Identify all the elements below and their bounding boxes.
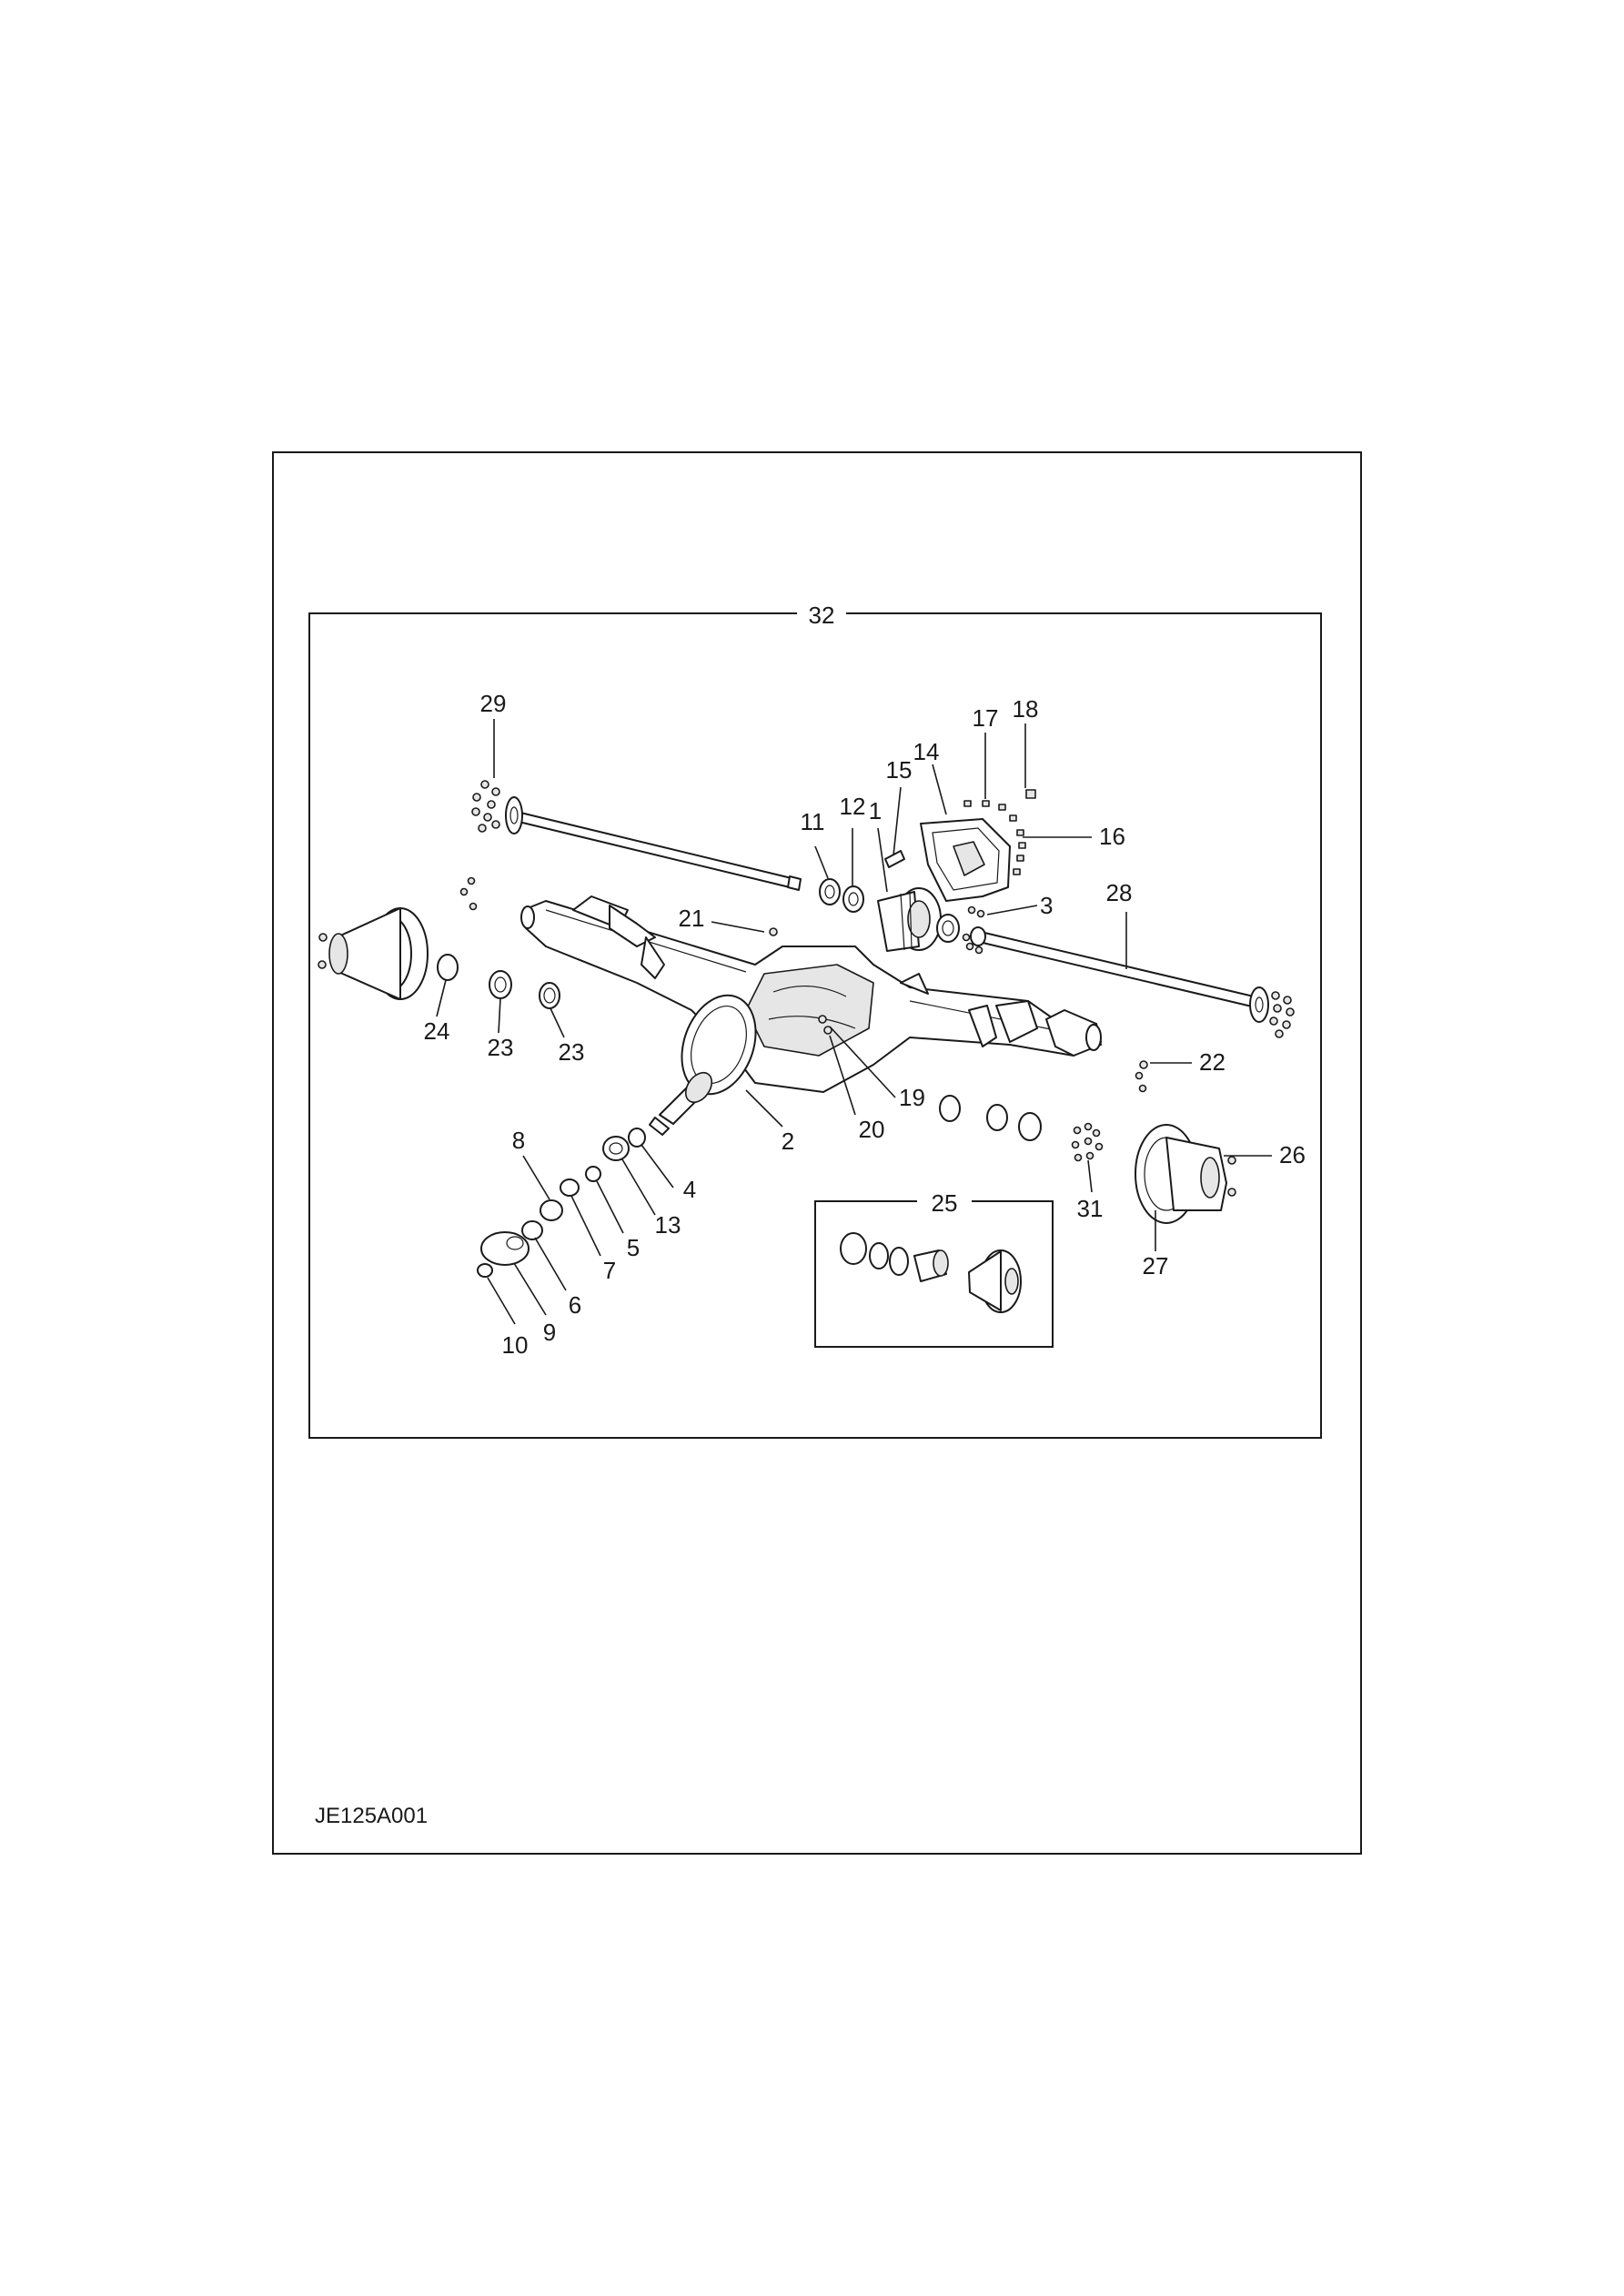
figure-code: JE125A001 xyxy=(315,1804,428,1828)
spacer-5 xyxy=(585,1166,601,1182)
outer-frame xyxy=(272,451,1362,1855)
callout-26: 24 xyxy=(424,1017,450,1045)
callout-11: 11 xyxy=(801,808,825,835)
callout-28: 27 xyxy=(1143,1252,1169,1279)
gasket-plate xyxy=(920,818,1011,902)
bearing-11 xyxy=(819,878,841,905)
left-axle-shaft xyxy=(471,780,802,891)
seal-6 xyxy=(521,1220,543,1240)
differential-carrier xyxy=(877,887,942,952)
callout-23b: 23 xyxy=(559,1038,585,1066)
callout-5: 5 xyxy=(627,1234,640,1261)
callout-2: 2 xyxy=(782,1128,794,1155)
kit-label-25: 25 xyxy=(932,1189,958,1217)
yoke-flange-9 xyxy=(480,1231,530,1266)
callout-9: 9 xyxy=(543,1319,556,1346)
callout-29: 28 xyxy=(1106,879,1133,906)
parts-artwork xyxy=(318,780,1295,1313)
callout-22: 22 xyxy=(1199,1048,1226,1076)
seal-right-b xyxy=(986,1104,1008,1131)
breather-21 xyxy=(769,927,778,936)
right-hub-assembly xyxy=(1135,1124,1236,1224)
seal-right-c xyxy=(1018,1112,1042,1141)
pinion-shaft xyxy=(649,1071,713,1136)
bearing-3 xyxy=(936,905,985,955)
callout-24: 23 xyxy=(488,1034,514,1061)
shim-15 xyxy=(884,850,905,868)
kit-box xyxy=(814,1200,1054,1348)
callout-30: 29 xyxy=(480,690,507,717)
callout-15: 15 xyxy=(886,756,913,784)
nut-10 xyxy=(477,1263,493,1278)
callout-4: 4 xyxy=(683,1176,696,1203)
breather-19-20 xyxy=(818,1015,832,1035)
washer-8 xyxy=(540,1199,563,1221)
leader-lines xyxy=(436,719,1272,1325)
callout-20: 20 xyxy=(859,1116,885,1143)
callout-13: 13 xyxy=(655,1211,681,1239)
axle-housing xyxy=(520,895,1102,1093)
bearing-12 xyxy=(842,885,864,913)
cover-bolts xyxy=(963,789,1036,875)
callout-8: 8 xyxy=(512,1127,525,1154)
bolts-22 xyxy=(1135,1060,1148,1093)
callout-19: 19 xyxy=(899,1084,925,1111)
seal-23 xyxy=(539,982,560,1009)
seal-24 xyxy=(489,970,512,999)
callout-18: 18 xyxy=(1013,695,1039,723)
callout-labels: 32 29 17 18 15 14 16 11 12 1 3 28 21 22 … xyxy=(315,602,1306,1828)
callout-17: 17 xyxy=(973,704,999,732)
callout-7: 7 xyxy=(603,1257,616,1284)
callout-10: 10 xyxy=(502,1331,529,1359)
kit-contents xyxy=(840,1232,1022,1313)
callout-27: 26 xyxy=(1279,1141,1306,1168)
assembly-frame xyxy=(308,612,1322,1439)
callout-6: 6 xyxy=(569,1291,581,1319)
callout-21: 21 xyxy=(679,905,705,932)
callout-12: 12 xyxy=(840,793,866,820)
frame-label-32: 32 xyxy=(809,602,835,629)
right-axle-shaft xyxy=(970,926,1295,1038)
callout-31: 31 xyxy=(1077,1195,1104,1222)
callout-14: 14 xyxy=(913,738,940,765)
pinion-seal-4 xyxy=(628,1128,646,1148)
shim-7 xyxy=(560,1178,580,1197)
pinion-bearing-13 xyxy=(602,1136,630,1161)
callout-16: 16 xyxy=(1099,823,1125,850)
seal-26 xyxy=(437,954,459,981)
callout-3: 3 xyxy=(1040,892,1053,919)
bolt-cluster-31 xyxy=(1071,1122,1104,1162)
callout-1: 1 xyxy=(869,797,882,824)
left-hub-assembly xyxy=(318,876,478,1000)
seal-right-a xyxy=(939,1095,961,1122)
